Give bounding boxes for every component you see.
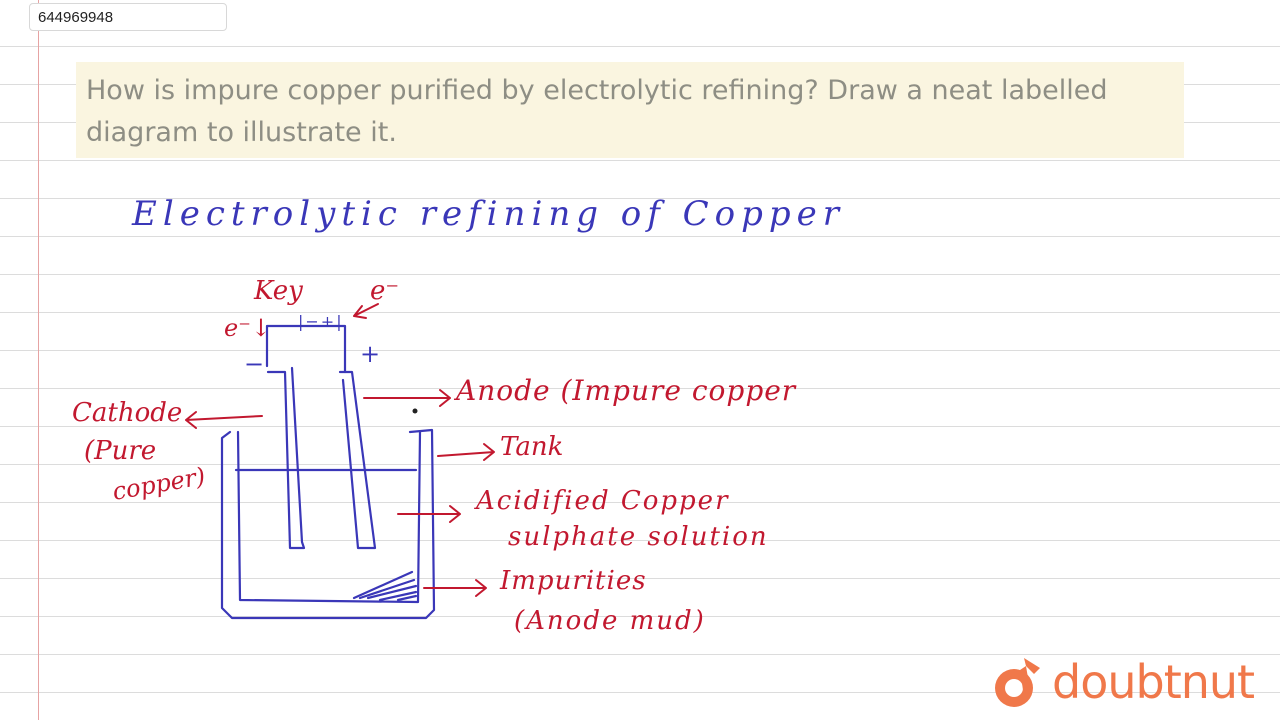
positive-terminal: + <box>360 340 381 368</box>
anode-arrow <box>363 389 451 407</box>
solution-arrow <box>397 505 461 523</box>
cursor-dot <box>412 408 418 414</box>
doubtnut-logo: doubtnut <box>990 652 1270 712</box>
doubtnut-logo-text: doubtnut <box>1052 655 1255 709</box>
question-text: How is impure copper purified by electro… <box>76 62 1184 158</box>
pure-label: (Pure <box>84 436 157 466</box>
acidified-label: Acidified Copper <box>476 486 730 516</box>
electron-label-top: e⁻ <box>370 276 400 306</box>
cathode-label: Cathode <box>72 398 183 428</box>
circuit-wire <box>265 324 347 374</box>
anode-strip <box>338 370 377 550</box>
electron-label-left: e⁻↓ <box>224 314 271 342</box>
anode-mud-label: (Anode mud) <box>514 606 706 636</box>
tank-outer <box>220 428 436 620</box>
anode-mud-hatch <box>352 570 418 602</box>
tank-label: Tank <box>500 432 564 462</box>
tank-inner <box>236 430 422 604</box>
doubtnut-logo-icon <box>995 658 1040 707</box>
impurities-label: Impurities <box>500 566 647 596</box>
battery-symbol: |−+| <box>298 312 344 331</box>
notes-title: Electrolytic refining of Copper <box>132 194 846 234</box>
electron-arrow <box>353 303 379 319</box>
key-label: Key <box>254 276 303 306</box>
cathode-strip <box>266 366 306 550</box>
negative-terminal: − <box>244 350 265 378</box>
margin-line <box>38 0 39 720</box>
sulphate-label: sulphate solution <box>508 522 769 552</box>
video-id-tag: 644969948 <box>29 3 227 31</box>
cathode-arrow <box>185 411 263 429</box>
impurities-arrow <box>423 579 487 597</box>
anode-label: Anode (Impure copper <box>456 374 797 407</box>
tank-arrow <box>437 443 495 461</box>
